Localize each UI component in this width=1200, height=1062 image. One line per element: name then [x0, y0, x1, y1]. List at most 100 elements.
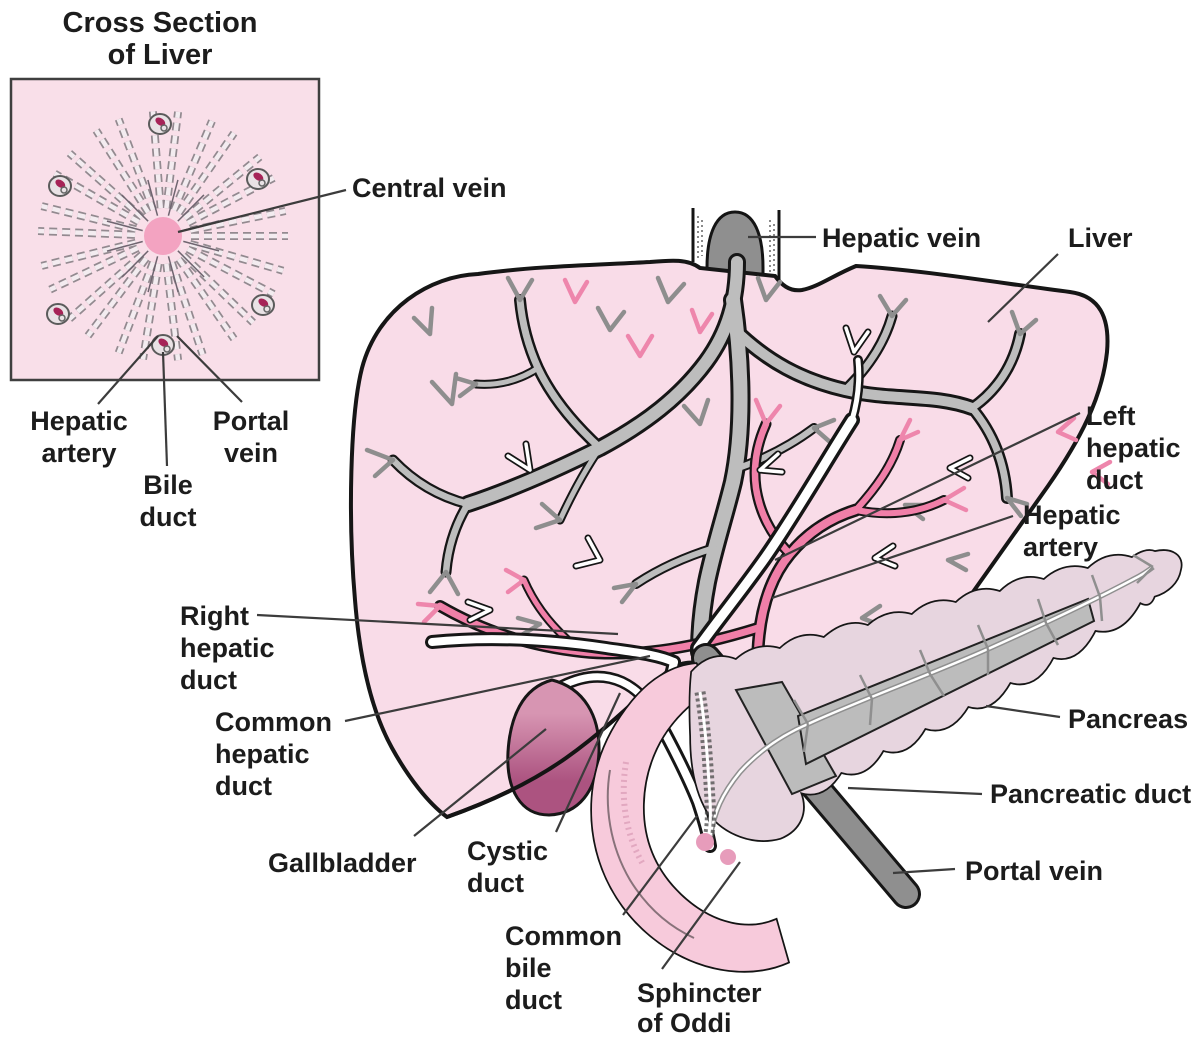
- label-bile-duct-inset-1: Bile: [143, 470, 193, 500]
- label-portal-vein: Portal vein: [965, 856, 1103, 886]
- hepatocyte-cord: [106, 240, 143, 252]
- label-portal-vein-inset-2: vein: [224, 438, 278, 468]
- label-hepatic-vein: Hepatic vein: [822, 223, 981, 253]
- hepatocyte-cord: [164, 111, 181, 209]
- pancreatic-duct-branches: [792, 553, 1154, 753]
- leader-lines: [256, 235, 1081, 970]
- sphincter-of-oddi-shape: [696, 833, 714, 851]
- leader-gallbladder: [413, 728, 547, 837]
- hepatocyte-cord: [41, 203, 137, 232]
- label-portal-vein-inset-1: Portal: [213, 406, 290, 436]
- hepatocyte-cord: [186, 247, 275, 297]
- hepatocyte-cord: [147, 179, 159, 216]
- inset-title-line2: of Liver: [108, 39, 213, 71]
- hepatocyte-cord: [177, 131, 236, 215]
- label-common-hepatic-duct-2: hepatic: [215, 739, 310, 769]
- label-right-hepatic-duct-3: duct: [180, 665, 237, 695]
- hepatic-artery-tree: [415, 277, 1113, 654]
- sphincter-of-oddi-shape2: [720, 849, 736, 865]
- hepatocyte-cord: [86, 257, 148, 338]
- distal-common-bile-duct: [694, 691, 716, 840]
- leader-left-hepatic-duct: [774, 412, 1081, 561]
- label-gallbladder: Gallbladder: [268, 848, 417, 878]
- label-cystic-duct-2: duct: [467, 868, 524, 898]
- inset-title-line1: Cross Section: [63, 7, 258, 39]
- hepatocyte-cord: [147, 256, 159, 293]
- duodenum-shape: [590, 662, 791, 973]
- hepatocyte-cord: [121, 250, 149, 278]
- leader-common-bile-duct: [622, 815, 698, 916]
- hepatocyte-cord: [167, 179, 179, 216]
- vena-cava: [691, 208, 781, 286]
- label-common-hepatic-duct-1: Common: [215, 707, 332, 737]
- leader-central-vein: [177, 188, 347, 234]
- hepatocyte-cord: [121, 194, 149, 222]
- leader-hepatic-artery-inset: [97, 335, 159, 405]
- label-hepatic-artery-1: Hepatic: [1023, 500, 1121, 530]
- central-vein-shape: [144, 217, 182, 255]
- leader-right-hepatic-duct: [256, 613, 619, 636]
- hepatocyte-cord: [67, 151, 144, 220]
- liver-cross-section-inset: Cross Section of Liver Central vein Hepa…: [9, 7, 507, 532]
- hepatocyte-cord: [94, 129, 150, 214]
- leader-pancreas: [985, 704, 1061, 719]
- label-common-hepatic-duct-3: duct: [215, 771, 272, 801]
- hepatocyte-cord: [38, 228, 136, 238]
- label-bile-duct-inset-2: duct: [140, 502, 197, 532]
- hepatocyte-cord: [164, 263, 181, 361]
- vein-twigs: [364, 275, 1039, 639]
- label-hepatic-artery-inset-1: Hepatic: [30, 406, 128, 436]
- leader-portal-vein: [892, 867, 956, 875]
- hepatocyte-cord: [181, 253, 255, 325]
- hepatocyte-cord: [177, 257, 236, 341]
- label-central-vein: Central vein: [352, 173, 507, 203]
- label-pancreatic-duct: Pancreatic duct: [990, 779, 1191, 809]
- label-right-hepatic-duct-2: hepatic: [180, 633, 275, 663]
- label-sphincter-of-oddi-1: Sphincter: [637, 978, 762, 1008]
- leader-hepatic-artery: [771, 514, 1014, 600]
- leader-pancreatic-duct: [847, 786, 983, 796]
- hepatocyte-cord: [177, 194, 205, 222]
- portal-triad: [251, 294, 275, 316]
- portal-triad: [48, 175, 72, 197]
- label-common-bile-duct-3: duct: [505, 985, 562, 1015]
- hepatocyte-cord: [106, 220, 143, 232]
- hepatocyte-cord: [116, 118, 156, 211]
- label-common-bile-duct-2: bile: [505, 953, 552, 983]
- label-hepatic-artery-2: artery: [1023, 532, 1098, 562]
- pancreas-group: [688, 549, 1183, 842]
- hepatic-vein-shape: [705, 210, 765, 276]
- hepatocyte-cord: [41, 240, 137, 269]
- hepatocyte-cord: [67, 252, 144, 321]
- portal-triad: [246, 168, 270, 190]
- label-right-hepatic-duct-1: Right: [180, 601, 249, 631]
- label-left-hepatic-duct-2: hepatic: [1086, 433, 1181, 463]
- duodenum-stipple: [620, 761, 647, 868]
- hepatocyte-cord: [183, 240, 220, 252]
- hepatocyte-cord: [167, 256, 179, 293]
- leader-bile-duct-inset: [161, 351, 169, 467]
- portal-triad: [148, 113, 172, 135]
- hepatocyte-cord: [177, 250, 205, 278]
- duodenum-inner-wall: [606, 769, 695, 939]
- hepatocyte-cord: [171, 120, 215, 212]
- label-common-bile-duct-1: Common: [505, 921, 622, 951]
- hepatocyte-cord: [140, 263, 161, 360]
- leader-liver: [987, 253, 1059, 323]
- hepatocyte-cord: [189, 208, 286, 233]
- leader-cystic-duct: [555, 692, 621, 833]
- label-left-hepatic-duct-3: duct: [1086, 465, 1143, 495]
- leader-sphincter-of-oddi: [661, 861, 741, 970]
- hepatocyte-cord: [169, 261, 205, 356]
- label-liver: Liver: [1068, 223, 1133, 253]
- label-hepatic-artery-inset-2: artery: [41, 438, 116, 468]
- label-sphincter-of-oddi-2: of Oddi: [637, 1008, 731, 1038]
- portal-triads: [46, 113, 275, 356]
- label-cystic-duct-1: Cystic: [467, 836, 548, 866]
- pancreatic-duct-lumen: [708, 566, 1154, 839]
- leader-portal-vein-inset: [176, 335, 243, 403]
- label-pancreas: Pancreas: [1068, 704, 1188, 734]
- portal-triad: [46, 303, 70, 325]
